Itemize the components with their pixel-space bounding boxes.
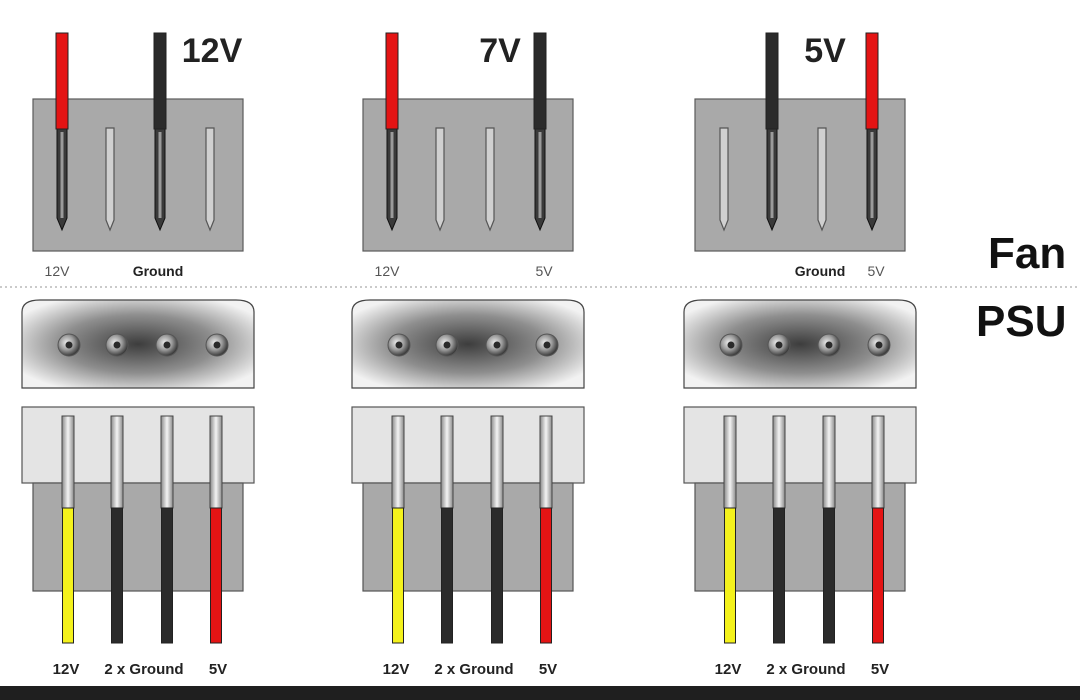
psu-pin-socket-core — [775, 341, 783, 349]
fan-pin-highlight — [870, 132, 874, 218]
fan-pin-label: 12V — [375, 263, 401, 279]
psu-pin — [490, 415, 504, 509]
voltage-title: 5V — [804, 32, 846, 70]
psu-pin — [391, 415, 405, 509]
config-7v: 12V 5V 7V 12V 2 x Ground 5V — [351, 32, 585, 678]
psu-connector-cap — [683, 299, 917, 389]
psu-pin-socket-core — [395, 341, 403, 349]
psu-pin-socket-core — [875, 341, 883, 349]
psu-wire-black — [111, 507, 123, 644]
psu-connector-cap — [21, 299, 255, 389]
psu-pin — [539, 415, 553, 509]
psu-pin — [110, 415, 124, 509]
psu-pin — [160, 415, 174, 509]
fan-pin-label: Ground — [133, 263, 184, 279]
fan-pin-highlight — [158, 132, 162, 218]
fan-pin-empty — [719, 127, 729, 232]
psu-pin — [209, 415, 223, 509]
psu-pin-socket-core — [825, 341, 833, 349]
psu-wire-red — [210, 507, 222, 644]
fan-wire-black — [533, 32, 547, 130]
psu-wire-red — [872, 507, 884, 644]
psu-pin-socket-core — [213, 341, 221, 349]
psu-pin-label: 2 x Ground — [434, 661, 513, 678]
fan-pin-label: 5V — [535, 263, 553, 279]
voltage-title: 7V — [479, 32, 521, 70]
fan-pin-label: Ground — [795, 263, 846, 279]
psu-pin-socket-core — [65, 341, 73, 349]
psu-wire-yellow — [724, 507, 736, 644]
psu-pin-socket-core — [163, 341, 171, 349]
config-12v: 12V Ground 12V 12V 2 x Ground 5V — [21, 32, 255, 678]
psu-wire-red — [540, 507, 552, 644]
fan-pin-empty — [105, 127, 115, 232]
psu-pin-label: 5V — [539, 661, 557, 678]
psu-pin-label: 2 x Ground — [766, 661, 845, 678]
psu-pin — [723, 415, 737, 509]
psu-wire-black — [491, 507, 503, 644]
psu-pin-socket-core — [493, 341, 501, 349]
psu-pin-socket-core — [113, 341, 121, 349]
fan-pin-highlight — [60, 132, 64, 218]
fan-pin-label: 5V — [867, 263, 885, 279]
fan-wire-red — [865, 32, 879, 130]
psu-wire-black — [773, 507, 785, 644]
psu-connector-cap — [351, 299, 585, 389]
psu-pin-socket-core — [443, 341, 451, 349]
psu-pin-label: 2 x Ground — [104, 661, 183, 678]
fan-wire-red — [385, 32, 399, 130]
config-5v: Ground 5V 5V 12V 2 x Ground 5V — [683, 32, 917, 678]
psu-wire-yellow — [62, 507, 74, 644]
fan-pin-label: 12V — [45, 263, 71, 279]
psu-pin-label: 5V — [871, 661, 889, 678]
psu-wire-yellow — [392, 507, 404, 644]
psu-wire-black — [441, 507, 453, 644]
psu-wire-black — [161, 507, 173, 644]
fan-pin-empty — [435, 127, 445, 232]
bottom-bar — [0, 686, 1080, 700]
psu-section-label: PSU — [976, 297, 1067, 346]
psu-pin — [822, 415, 836, 509]
fan-wire-black — [765, 32, 779, 130]
psu-pin — [772, 415, 786, 509]
psu-pin-socket-core — [543, 341, 551, 349]
fan-pin-empty — [817, 127, 827, 232]
fan-pin-empty — [485, 127, 495, 232]
fan-pin-highlight — [390, 132, 394, 218]
fan-wire-red — [55, 32, 69, 130]
psu-pin — [61, 415, 75, 509]
psu-pin-socket-core — [727, 341, 735, 349]
psu-pin-label: 12V — [383, 661, 410, 678]
fan-section-label: Fan — [988, 229, 1067, 278]
fan-wire-black — [153, 32, 167, 130]
fan-pin-empty — [205, 127, 215, 232]
fan-pin-highlight — [770, 132, 774, 218]
voltage-title: 12V — [182, 32, 243, 70]
psu-pin — [871, 415, 885, 509]
psu-pin-label: 5V — [209, 661, 227, 678]
psu-pin-label: 12V — [53, 661, 80, 678]
psu-pin-label: 12V — [715, 661, 742, 678]
fan-pin-highlight — [538, 132, 542, 218]
psu-pin — [440, 415, 454, 509]
psu-wire-black — [823, 507, 835, 644]
